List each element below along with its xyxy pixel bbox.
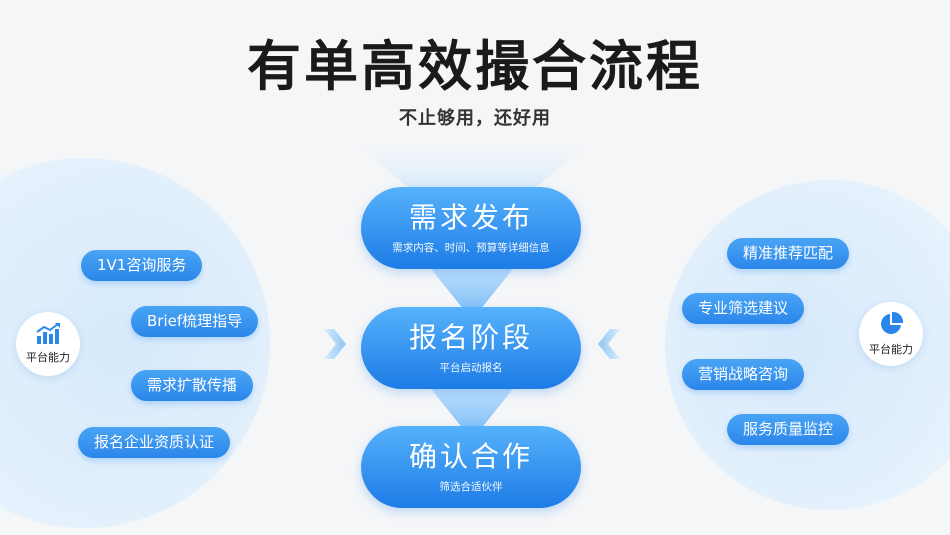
stage-name: 确认合作 [408, 440, 533, 473]
chevron-left-icon [598, 329, 620, 359]
page-title: 有单高效撮合流程 [247, 35, 703, 98]
stage-confirm-cooperation: 确认合作 筛选合适伙伴 [361, 426, 581, 508]
capability-pill-monitoring: 服务质量监控 [727, 414, 850, 445]
chevron-right-icon [324, 329, 346, 359]
stage-desc: 需求内容、时间、预算等详细信息 [392, 242, 550, 254]
stage-demand-publish: 需求发布 需求内容、时间、预算等详细信息 [361, 187, 581, 269]
capability-pill-matching: 精准推荐匹配 [727, 238, 850, 269]
capability-pill-certification: 报名企业资质认证 [78, 427, 231, 458]
page-subtitle: 不止够用，还好用 [399, 108, 551, 129]
pie-chart-icon [881, 311, 904, 334]
left-capability-badge: 平台能力 [16, 312, 80, 376]
capability-pill-consulting: 1V1咨询服务 [81, 250, 203, 281]
capability-pill-strategy: 营销战略咨询 [682, 359, 805, 390]
bar-chart-growth-icon [36, 323, 60, 344]
stage-desc: 平台启动报名 [439, 362, 503, 374]
stage-desc: 筛选合适伙伴 [439, 481, 503, 493]
capability-pill-spread: 需求扩散传播 [131, 370, 254, 401]
stage-name: 报名阶段 [408, 321, 533, 354]
badge-label: 平台能力 [869, 343, 913, 356]
funnel-background [362, 150, 582, 440]
right-capability-badge: 平台能力 [859, 302, 923, 366]
capability-pill-screening: 专业筛选建议 [682, 293, 805, 324]
badge-label: 平台能力 [26, 351, 70, 364]
capability-pill-brief: Brief梳理指导 [131, 306, 259, 337]
stage-registration: 报名阶段 平台启动报名 [361, 307, 581, 389]
stage-name: 需求发布 [408, 201, 533, 234]
